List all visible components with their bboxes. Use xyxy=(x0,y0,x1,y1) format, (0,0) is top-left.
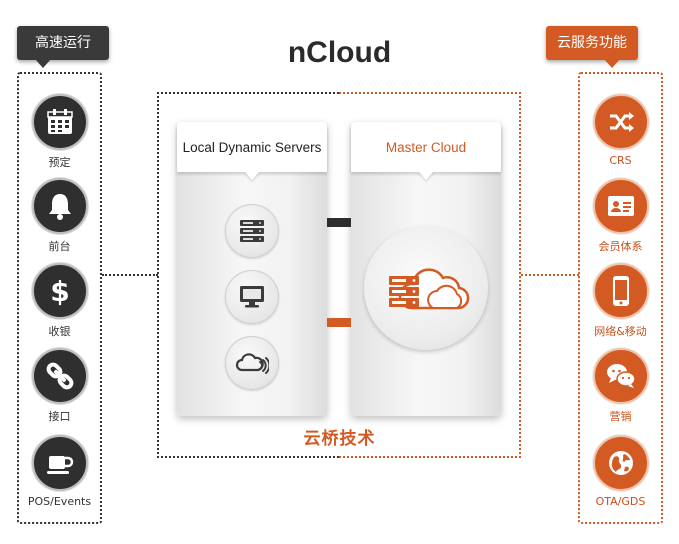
local-servers-panel: Local Dynamic Servers xyxy=(177,122,327,416)
smartphone-icon xyxy=(592,263,649,319)
chat-bubbles-icon xyxy=(592,348,649,404)
server-rack-icon xyxy=(225,204,279,258)
right-item-label: OTA/GDS xyxy=(595,495,646,508)
local-servers-title: Local Dynamic Servers xyxy=(177,122,327,172)
left-item-label: 接口 xyxy=(48,410,71,423)
globe-icon xyxy=(592,435,649,491)
left-item-label: POS/Events xyxy=(27,495,92,508)
right-tag: 云服务功能 xyxy=(546,26,638,68)
left-connector xyxy=(102,274,158,276)
id-card-icon xyxy=(592,178,649,234)
right-item-label: 会员体系 xyxy=(598,240,643,253)
bridge-bar-dark xyxy=(327,218,351,227)
left-feature-column xyxy=(17,72,102,524)
bell-icon xyxy=(31,178,88,234)
right-item-label: 营销 xyxy=(609,410,632,423)
left-item-front-desk: 前台 xyxy=(17,178,102,254)
right-item-ota-gds: OTA/GDS xyxy=(578,435,663,508)
cloud-server-icon xyxy=(364,226,488,350)
left-item-label: 收银 xyxy=(48,325,71,338)
left-tag: 高速运行 xyxy=(17,26,109,68)
bridge-bar-orange xyxy=(327,318,351,327)
right-item-network-mobile: 网络&移动 xyxy=(578,263,663,339)
left-item-label: 前台 xyxy=(48,240,71,253)
right-item-label: 网络&移动 xyxy=(594,325,647,338)
calendar-icon xyxy=(31,94,88,150)
coffee-cup-icon xyxy=(31,435,88,491)
master-cloud-panel: Master Cloud xyxy=(351,122,501,416)
cloud-bridge-frame xyxy=(157,92,521,458)
master-cloud-title: Master Cloud xyxy=(351,122,501,172)
dollar-icon: $ xyxy=(31,263,88,319)
monitor-icon xyxy=(225,270,279,324)
chain-link-icon xyxy=(31,348,88,404)
left-item-label: 预定 xyxy=(48,156,71,169)
cloud-signal-icon xyxy=(225,336,279,390)
diagram-title: nCloud xyxy=(287,36,392,69)
svg-text:$: $ xyxy=(50,275,69,308)
shuffle-icon xyxy=(592,94,649,150)
right-connector xyxy=(521,274,579,276)
right-item-crs: CRS xyxy=(578,94,663,167)
left-item-interface: 接口 xyxy=(17,348,102,424)
left-item-pos: POS/Events xyxy=(17,435,102,508)
right-feature-column xyxy=(578,72,663,524)
right-item-marketing: 营销 xyxy=(578,348,663,424)
left-item-cashier: $ 收银 xyxy=(17,263,102,339)
right-item-membership: 会员体系 xyxy=(578,178,663,254)
bridge-technology-label: 云桥技术 xyxy=(303,429,376,449)
left-item-booking: 预定 xyxy=(17,94,102,170)
right-item-label: CRS xyxy=(609,154,632,167)
